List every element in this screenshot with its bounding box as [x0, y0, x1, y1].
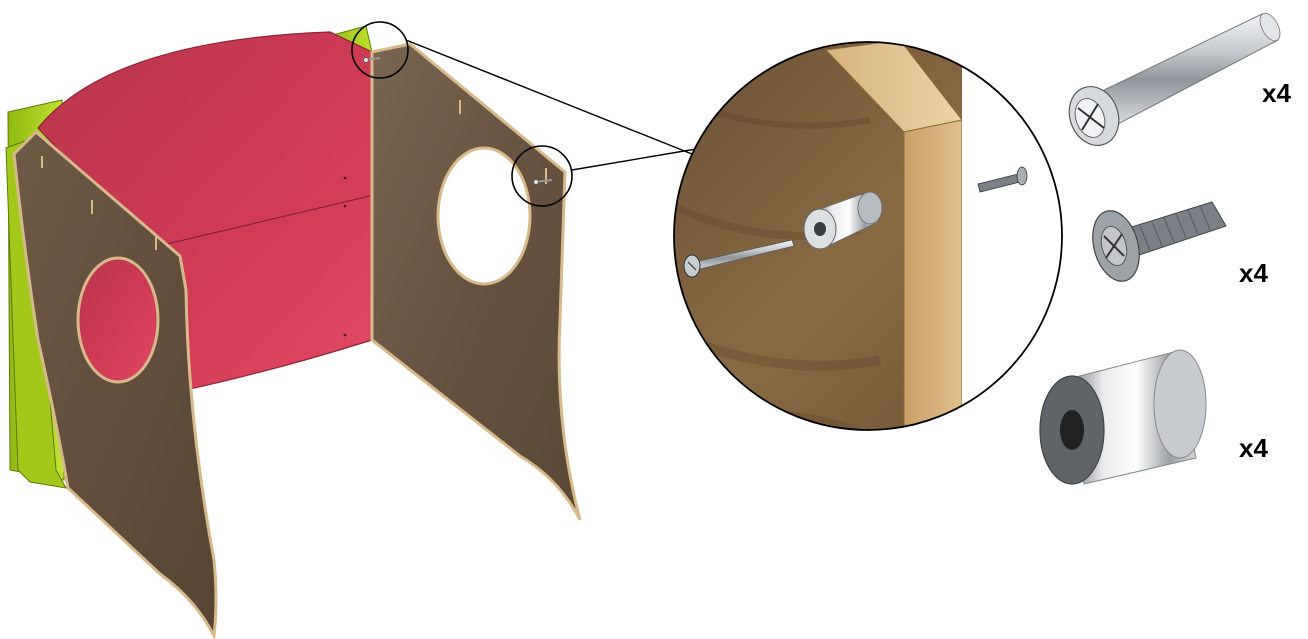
long-bolt-icon	[1061, 10, 1284, 152]
parts-list	[1040, 10, 1284, 484]
playhouse-assembly	[6, 26, 580, 636]
front-wall-window	[78, 258, 158, 382]
right-wall-window	[438, 148, 530, 284]
spacer-icon	[1040, 350, 1206, 484]
leader-line-side	[572, 148, 702, 170]
long-bolt-quantity: x4	[1262, 80, 1291, 106]
spacer-quantity: x4	[1239, 435, 1268, 461]
short-bolt-quantity: x4	[1239, 260, 1268, 286]
short-bolt-icon	[1085, 202, 1226, 286]
zoom-detail	[660, 30, 1092, 460]
